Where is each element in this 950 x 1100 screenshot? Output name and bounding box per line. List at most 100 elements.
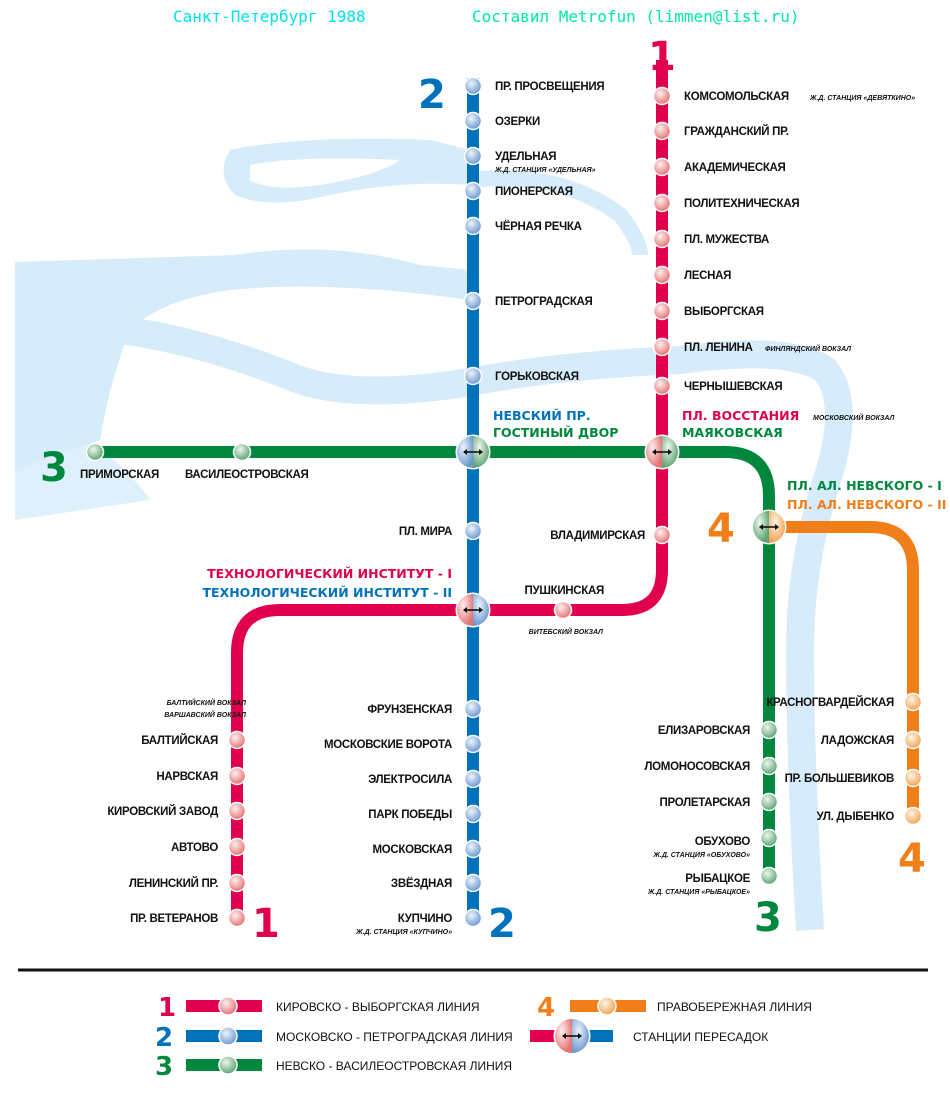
station[interactable]: ЧЁРНАЯ РЕЧКА [463,216,582,236]
station-marker-icon[interactable] [903,730,923,750]
station-marker-icon[interactable] [463,804,483,824]
station-marker-icon[interactable] [759,828,779,848]
station[interactable]: АВТОВО [171,837,247,857]
station[interactable]: ЛЕСНАЯ [652,265,732,285]
station[interactable]: КРАСНОГВАРДЕЙСКАЯ [766,692,923,712]
station[interactable]: ЕЛИЗАРОВСКАЯ [658,720,779,740]
transfer-arrow-icon [759,524,779,530]
station[interactable]: НАРВСКАЯ [156,766,247,786]
station-marker-icon[interactable] [463,111,483,131]
station-marker-icon[interactable] [463,521,483,541]
transfer-station[interactable] [751,509,787,545]
station[interactable]: ВАСИЛЕОСТРОВСКАЯ [185,442,309,482]
station-marker-icon[interactable] [652,86,672,106]
station-marker-icon[interactable] [652,121,672,141]
station[interactable]: ПЕТРОГРАДСКАЯ [463,291,593,311]
station-marker-icon[interactable] [759,756,779,776]
station-marker-icon[interactable] [463,76,483,96]
station-marker-icon[interactable] [227,801,247,821]
station[interactable]: ПЛ. МИРА [399,521,483,541]
station-marker-icon[interactable] [463,181,483,201]
station-marker-icon[interactable] [652,265,672,285]
station[interactable]: ПИОНЕРСКАЯ [463,181,573,201]
transfer-station[interactable] [553,1017,591,1055]
station[interactable]: ПР. ВЕТЕРАНОВ [130,908,247,928]
station-marker-icon[interactable] [227,837,247,857]
station[interactable]: ПР. БОЛЬШЕВИКОВ [785,768,923,788]
station[interactable]: ЧЕРНЫШЕВСКАЯ [652,376,783,396]
station-marker-icon[interactable] [232,442,252,462]
legend-line-2-label: МОСКОВСКО - ПЕТРОГРАДСКАЯ ЛИНИЯ [276,1030,513,1044]
station-marker-icon[interactable] [652,229,672,249]
station[interactable]: ПРОЛЕТАРСКАЯ [660,792,779,812]
station[interactable]: ПАРК ПОБЕДЫ [368,804,483,824]
station[interactable]: ФРУНЗЕНСКАЯ [367,699,483,719]
station[interactable]: ГРАЖДАНСКИЙ ПР. [652,121,789,141]
station[interactable]: ЛОМОНОСОВСКАЯ [644,756,779,776]
station[interactable]: ПЛ. МУЖЕСТВА [652,229,770,249]
station-marker-icon[interactable] [227,873,247,893]
station-marker-icon[interactable] [652,525,672,545]
station-marker-icon[interactable] [553,600,573,620]
transfer-station[interactable] [455,592,491,628]
station-marker-icon[interactable] [227,908,247,928]
station-label: ПЕТРОГРАДСКАЯ [495,296,593,308]
station-marker-icon[interactable] [903,806,923,826]
station-marker-icon[interactable] [903,692,923,712]
transfer-station[interactable] [455,434,491,470]
station[interactable]: ПР. ПРОСВЕЩЕНИЯ [463,76,605,96]
station-note: Ж.Д. СТАНЦИЯ «ДЕВЯТКИНО» [809,95,915,102]
legend: 1 КИРОВСКО - ВЫБОРГСКАЯ ЛИНИЯ 2 МОСКОВСК… [155,993,812,1082]
legend-transfer-bar-red [530,1030,560,1042]
station[interactable]: ЛАДОЖСКАЯ [821,730,923,750]
station[interactable]: ЛЕНИНСКИЙ ПР. [129,873,247,893]
station-marker-icon[interactable] [759,720,779,740]
station[interactable]: МОСКОВСКАЯ [372,839,483,859]
station[interactable]: ВЫБОРГСКАЯ [652,301,764,321]
transfer-station[interactable] [644,434,680,470]
station-marker-icon[interactable] [463,734,483,754]
station[interactable]: ВЛАДИМИРСКАЯ [550,525,672,545]
station-label: ПРИМОРСКАЯ [80,469,159,481]
station-marker-icon[interactable] [227,730,247,750]
station-marker-icon[interactable] [652,376,672,396]
station-marker-icon[interactable] [759,792,779,812]
station[interactable]: ОЗЕРКИ [463,111,541,131]
station-marker-icon[interactable] [463,216,483,236]
station-marker-icon[interactable] [652,337,672,357]
station-marker-icon[interactable] [85,442,105,462]
station-marker-icon[interactable] [652,301,672,321]
station-marker-icon[interactable] [652,157,672,177]
station-marker-icon[interactable] [759,866,779,886]
station-marker-icon[interactable] [463,839,483,859]
station[interactable]: ПРИМОРСКАЯ [80,442,159,482]
station[interactable]: МОСКОВСКИЕ ВОРОТА [324,734,483,754]
station-marker-icon[interactable] [463,699,483,719]
station[interactable]: УЛ. ДЫБЕНКО [816,806,923,826]
station-marker-icon[interactable] [652,193,672,213]
station-marker-icon[interactable] [463,769,483,789]
station-marker-icon[interactable] [463,291,483,311]
station[interactable]: ГОРЬКОВСКАЯ [463,366,579,386]
station-label: КУПЧИНО [398,913,453,925]
station-marker-icon[interactable] [463,908,483,928]
station-marker-icon[interactable] [227,766,247,786]
station-marker-icon[interactable] [463,146,483,166]
station[interactable]: АКАДЕМИЧЕСКАЯ [652,157,786,177]
station[interactable]: КИРОВСКИЙ ЗАВОД [107,801,247,821]
station-label: УЛ. ДЫБЕНКО [816,811,894,823]
station[interactable]: ПОЛИТЕХНИЧЕСКАЯ [652,193,800,213]
station-marker-icon[interactable] [463,366,483,386]
station-marker-icon[interactable] [903,768,923,788]
station[interactable]: ЗВЁЗДНАЯ [391,873,483,893]
station-marker-icon[interactable] [463,873,483,893]
station[interactable]: ЭЛЕКТРОСИЛА [368,769,483,789]
